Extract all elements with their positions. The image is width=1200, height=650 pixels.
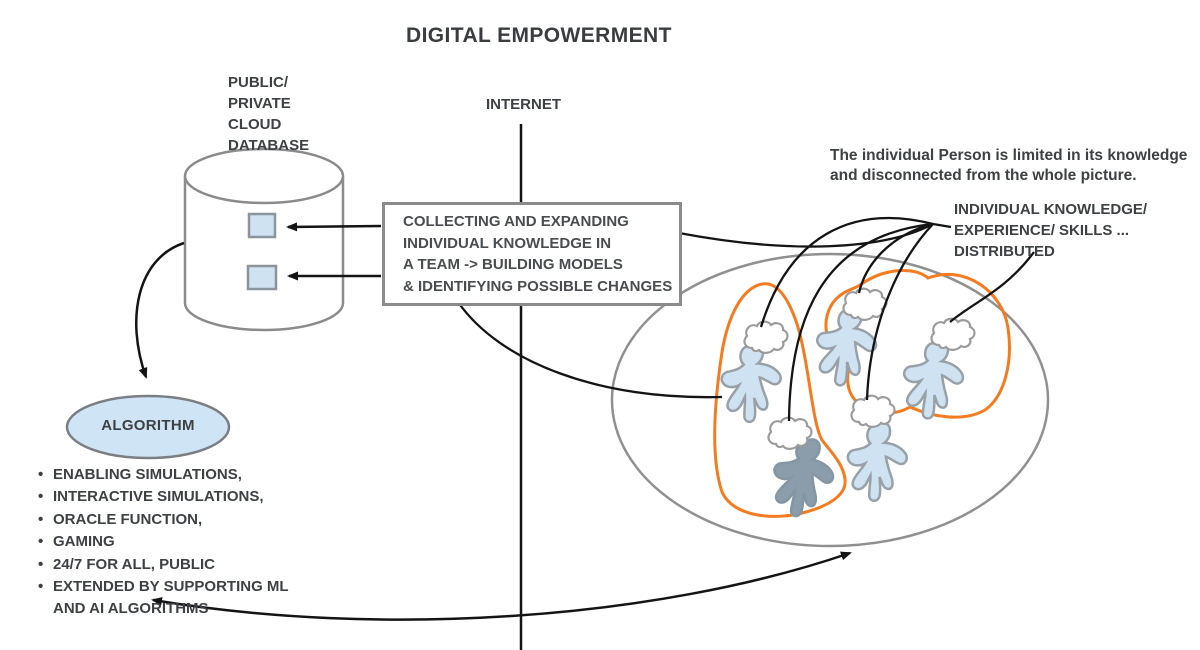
arrow-db-to-algorithm <box>135 241 185 379</box>
list-item: 24/7 FOR ALL, PUBLIC <box>36 554 304 577</box>
list-item: ORACLE FUNCTION, <box>36 509 304 532</box>
page-title: DIGITAL EMPOWERMENT <box>406 24 672 47</box>
person-figure-dark <box>769 435 838 521</box>
thought-cloud-icon <box>850 394 896 428</box>
connector-to-cloud-1 <box>759 216 934 328</box>
data-record-icon <box>247 212 277 239</box>
person-figure <box>845 420 910 503</box>
connector-box-to-team-group <box>457 301 723 399</box>
box-to-db-arrows <box>286 222 382 281</box>
connector-box-to-label <box>678 223 932 248</box>
connector-to-cloud-5 <box>949 251 1035 323</box>
list-item: EXTENDED BY SUPPORTING ML AND AI ALGORIT… <box>36 576 304 621</box>
arrow-to-record-1 <box>286 222 382 232</box>
team-group-left <box>713 282 847 518</box>
collecting-knowledge-box: COLLECTING AND EXPANDING INDIVIDUAL KNOW… <box>382 202 682 306</box>
internet-label: INTERNET <box>486 96 561 113</box>
connector-to-cloud-2 <box>787 222 934 422</box>
data-record-icon <box>246 264 278 291</box>
connector-to-cloud-3 <box>857 222 934 294</box>
connector-label-tick <box>932 222 952 229</box>
connector-to-cloud-4 <box>865 223 934 401</box>
person-figure <box>718 340 785 425</box>
algorithm-ellipse <box>65 394 231 460</box>
individual-person-note: The individual Person is limited in its … <box>830 147 1188 184</box>
database-cylinder <box>183 147 345 332</box>
algorithm-feature-list: ENABLING SIMULATIONS, INTERACTIVE SIMULA… <box>36 464 304 621</box>
thought-cloud-icon <box>743 320 789 354</box>
thought-cloud-icon <box>930 317 976 351</box>
database-label: PUBLIC/ PRIVATE CLOUD DATABASE <box>228 74 310 154</box>
list-item: GAMING <box>36 531 304 554</box>
collecting-knowledge-text: COLLECTING AND EXPANDING INDIVIDUAL KNOW… <box>403 213 673 295</box>
knowledge-connectors <box>457 216 1035 422</box>
thought-cloud-icon <box>842 287 888 321</box>
list-item: ENABLING SIMULATIONS, <box>36 464 304 487</box>
algorithm-label: ALGORITHM <box>101 417 195 434</box>
community-ellipse <box>610 252 1050 548</box>
list-item: INTERACTIVE SIMULATIONS, <box>36 486 304 509</box>
thought-cloud-icon <box>767 416 813 450</box>
individual-knowledge-label: INDIVIDUAL KNOWLEDGE/ EXPERIENCE/ SKILLS… <box>954 201 1148 260</box>
